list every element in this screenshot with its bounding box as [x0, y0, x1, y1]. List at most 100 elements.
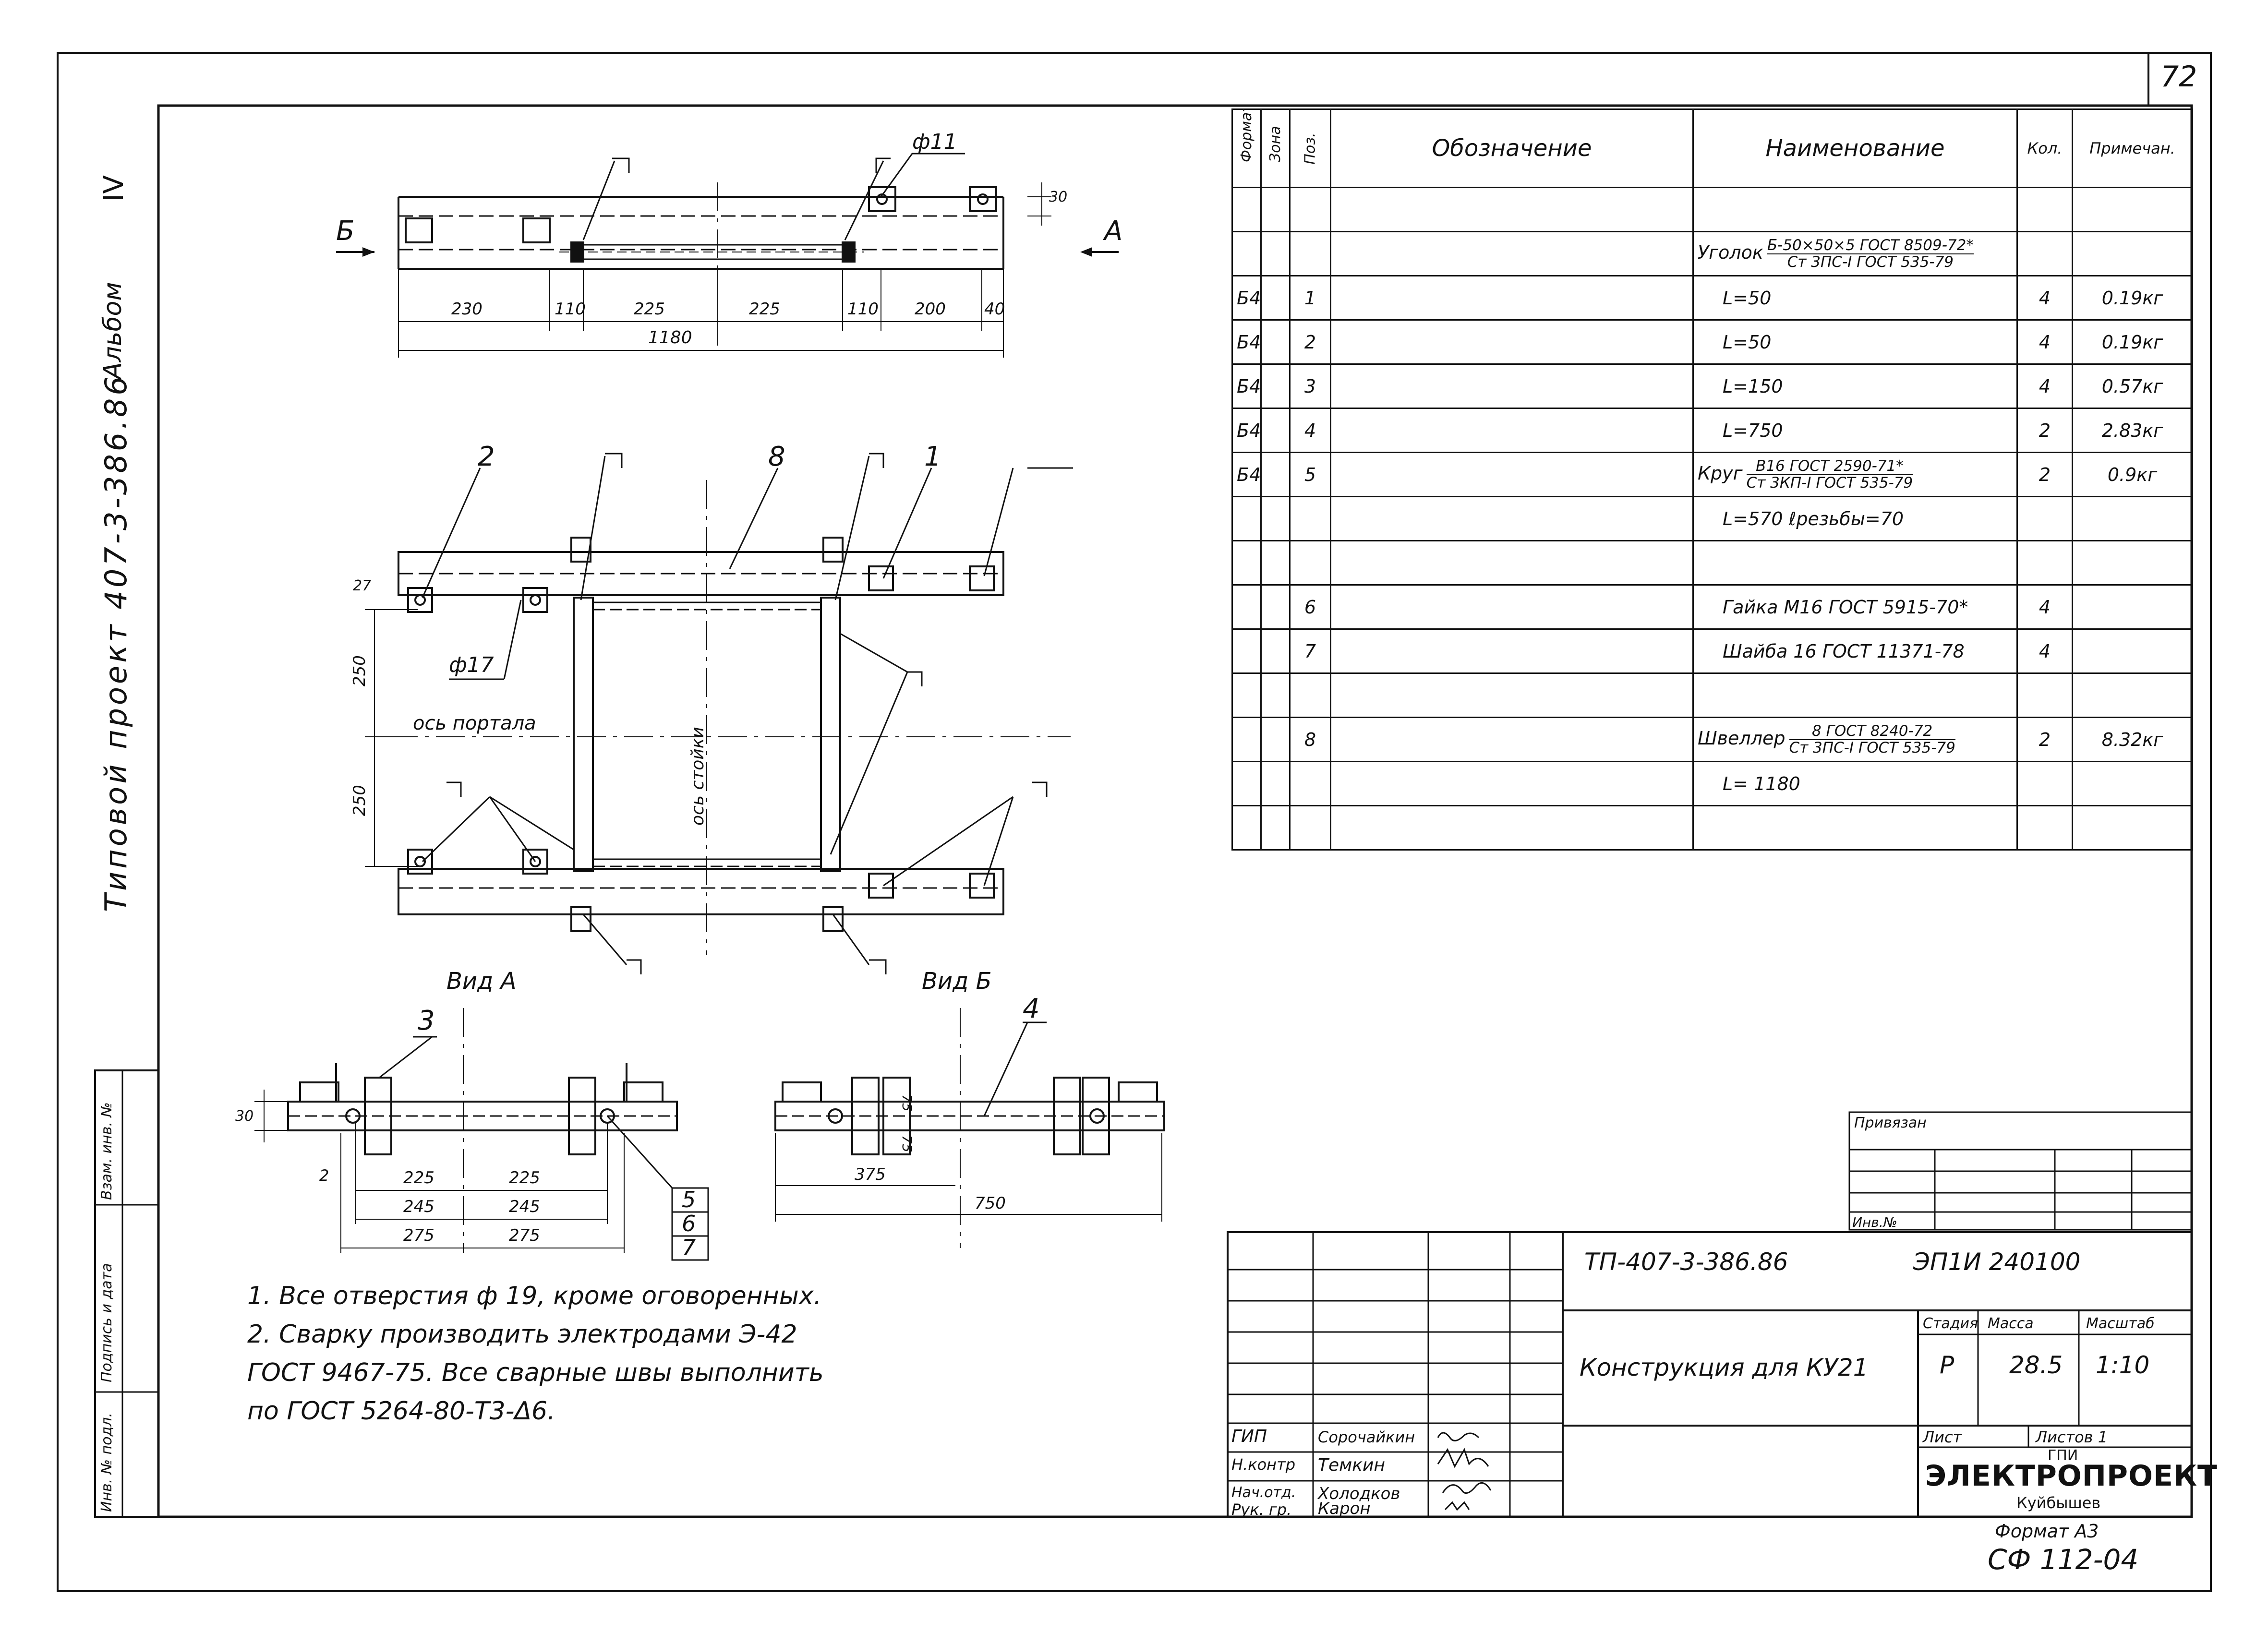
label-dim-40: 40: [984, 300, 1005, 319]
view-b: [774, 1008, 1165, 1248]
privyazan-label: Привязан: [1854, 1115, 1927, 1131]
cell-qty: [2016, 540, 2073, 586]
cell-format: [1231, 761, 1262, 806]
cell-qty: [2016, 231, 2073, 276]
cell-format: [1231, 672, 1262, 718]
cell-name-top: Б-50×50×5 ГОСТ 8509-72*: [1767, 236, 1974, 254]
label-view-a-callout-5: 5: [682, 1187, 696, 1212]
header-zone: Зона: [1260, 108, 1291, 188]
org-city: Куйбышев: [2016, 1494, 2101, 1512]
label-arrow-b: Б: [336, 216, 354, 247]
cell-designation: [1330, 363, 1694, 409]
cell-designation: [1330, 275, 1694, 321]
cell-name: L=50: [1692, 275, 2018, 321]
label-view-b-dim-75a: 75: [899, 1094, 915, 1112]
note-line: 2. Сварку производить электродами Э-42: [247, 1320, 797, 1349]
stage-value: Р: [1940, 1351, 1954, 1379]
cell-pos: [1289, 805, 1331, 851]
cell-qty: 4: [2016, 584, 2073, 630]
signer-name-4: Карон: [1318, 1499, 1371, 1518]
cell-designation: [1330, 584, 1694, 630]
header-note: Примечан.: [2072, 108, 2193, 188]
cell-name: L=50: [1692, 319, 2018, 365]
cell-pos: 6: [1289, 584, 1331, 630]
cell-name: [1692, 187, 2018, 232]
header-pos: Поз.: [1289, 108, 1331, 188]
cell-zone: [1260, 717, 1291, 762]
label-view-a-dim-245a: 245: [403, 1197, 434, 1216]
cell-qty: 2: [2016, 452, 2073, 497]
signer-name-2: Темкин: [1318, 1455, 1385, 1475]
cell-qty: [2016, 187, 2073, 232]
label-view-a-dim-30: 30: [235, 1108, 253, 1125]
plan-view: [365, 453, 1073, 974]
cell-note: [2072, 231, 2193, 276]
cell-zone: [1260, 187, 1291, 232]
cell-zone: [1260, 452, 1291, 497]
spec-row: [1231, 672, 2193, 718]
cell-qty: 2: [2016, 408, 2073, 453]
label-dim-250-top: 250: [350, 655, 369, 686]
stage-label: Стадия: [1923, 1315, 1978, 1332]
cell-format: Б4: [1231, 319, 1262, 365]
mass-label: Масса: [1988, 1315, 2034, 1332]
cell-pos: 3: [1289, 363, 1331, 409]
cell-designation: [1330, 761, 1694, 806]
title-block-grid: [1227, 1231, 2193, 1518]
cell-note: [2072, 761, 2193, 806]
cell-qty: [2016, 496, 2073, 541]
signer-role-1: ГИП: [1231, 1427, 1267, 1446]
label-dim-230: 230: [451, 300, 483, 319]
cell-name-prefix: Уголок: [1698, 242, 1763, 263]
cell-note: 0.9кг: [2072, 452, 2193, 497]
spec-row: [1231, 805, 2193, 851]
cell-zone: [1260, 672, 1291, 718]
label-pos-1: 1: [924, 441, 941, 472]
cell-pos: [1289, 496, 1331, 541]
cell-qty: 2: [2016, 717, 2073, 762]
note-line: ГОСТ 9467-75. Все сварные швы выполнить: [247, 1358, 824, 1387]
cell-format: [1231, 628, 1262, 674]
label-view-b-pos: 4: [1023, 993, 1040, 1024]
cell-format: Б4: [1231, 408, 1262, 453]
label-axis-post: ось стойки: [688, 727, 708, 826]
cell-name: [1692, 540, 2018, 586]
doc-code: ТП-407-3-386.86: [1584, 1248, 1788, 1276]
cell-pos: [1289, 540, 1331, 586]
cell-designation: [1330, 187, 1694, 232]
cell-designation: [1330, 717, 1694, 762]
cell-designation: [1330, 628, 1694, 674]
cell-pos: 2: [1289, 319, 1331, 365]
label-view-a-dim-2: 2: [319, 1166, 329, 1185]
label-dim-225a: 225: [634, 300, 665, 319]
cell-note: 0.57кг: [2072, 363, 2193, 409]
note-line: 1. Все отверстия ф 19, кроме оговоренных…: [247, 1282, 822, 1310]
cell-note: [2072, 628, 2193, 674]
cell-zone: [1260, 408, 1291, 453]
cell-name-top: 8 ГОСТ 8240-72: [1789, 723, 1955, 740]
cell-designation: [1330, 408, 1694, 453]
cell-zone: [1260, 275, 1291, 321]
header-designation: Обозначение: [1330, 108, 1694, 188]
label-view-a-callout-7: 7: [682, 1235, 696, 1260]
cell-qty: 4: [2016, 319, 2073, 365]
spec-row: L=570 ℓрезьбы=70: [1231, 496, 2193, 541]
label-dim-110a: 110: [555, 300, 586, 319]
cell-qty: 4: [2016, 628, 2073, 674]
mass-value: 28.5: [2009, 1351, 2063, 1379]
signer-role-4: Рук. гр.: [1231, 1500, 1292, 1519]
drawing-code: ЭП1И 240100: [1913, 1248, 2081, 1276]
cell-name-fraction: Б-50×50×5 ГОСТ 8509-72*Ст 3ПС-I ГОСТ 535…: [1767, 238, 1974, 270]
label-axis-portal: ось портала: [413, 712, 536, 734]
label-dim-1180: 1180: [648, 328, 692, 348]
label-pos-2: 2: [478, 441, 495, 472]
header-name: Наименование: [1692, 108, 2018, 188]
